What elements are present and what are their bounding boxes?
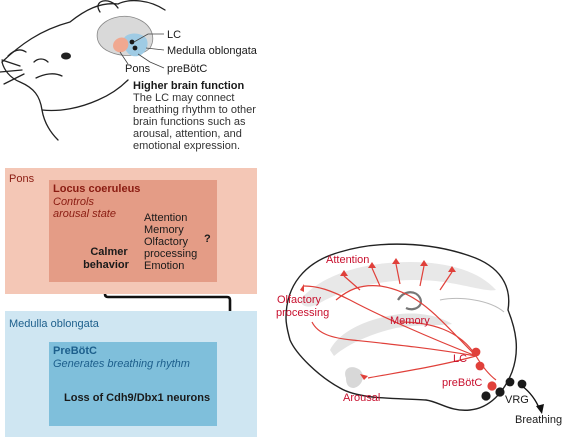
function-question-mark: ?	[204, 233, 211, 245]
higher-function-line: breathing rhythm to other	[133, 104, 256, 116]
prebotc-box	[49, 342, 217, 426]
function-item: Emotion	[144, 260, 185, 272]
mouse-label-pons: Pons	[125, 63, 151, 75]
function-item: processing	[144, 248, 198, 260]
brain-label-prebotc: preBötC	[442, 377, 483, 389]
mouse-label-medulla: Medulla oblongata	[167, 45, 257, 57]
mouse-leader-lines	[119, 33, 165, 69]
function-item: Attention	[144, 212, 188, 224]
brain-label-memory: Memory	[390, 315, 430, 327]
calmer-behavior-line: behavior	[83, 259, 129, 271]
pathway-arrowheads	[300, 258, 456, 380]
higher-function-line: The LC may connect	[133, 92, 235, 104]
breathing-arrowhead	[536, 404, 544, 414]
brain-label-olfactory: Olfactory	[277, 294, 322, 306]
brain-label-olfactory: processing	[276, 307, 330, 319]
calmer-behavior-line: Calmer	[90, 246, 128, 258]
mouse-head-drawing	[0, 0, 166, 141]
medulla-panel-label: Medulla oblongata	[9, 318, 99, 330]
mouse-brain-drawing	[96, 16, 154, 57]
prebotc-neurons	[481, 381, 505, 401]
brain-label-breathing: Breathing	[515, 414, 563, 426]
higher-function-line: arousal, attention, and	[133, 128, 242, 140]
prebotc-subtitle: Generates breathing rhythm	[53, 358, 190, 370]
mouse-eye	[61, 52, 71, 60]
lc-subtitle-line: arousal state	[53, 208, 116, 220]
higher-function-title: Higher brain function	[133, 80, 245, 92]
lc-title: Locus coeruleus	[53, 183, 141, 195]
function-item: Memory	[144, 224, 184, 236]
brain-label-lc: LC	[453, 353, 468, 365]
higher-function-block: Higher brain function The LC may connect…	[133, 80, 256, 152]
locus-coeruleus-box	[49, 180, 217, 282]
brain-label-arousal: Arousal	[343, 392, 381, 404]
function-list: Attention Memory Olfactory processing Em…	[144, 212, 197, 272]
mouse-label-lc: LC	[167, 29, 182, 41]
lc-neurons	[471, 347, 485, 371]
higher-function-line: emotional expression.	[133, 140, 241, 152]
lc-subtitle-line: Controls	[53, 196, 94, 208]
brain-label-vrg: VRG	[505, 394, 529, 406]
loss-neurons-label: Loss of Cdh9/Dbx1 neurons	[64, 392, 211, 404]
sagittal-brain-drawing	[285, 243, 517, 411]
pons-panel-label: Pons	[9, 173, 35, 185]
higher-function-line: brain functions such as	[133, 116, 246, 128]
vrg-neurons	[505, 377, 527, 389]
function-item: Olfactory	[144, 236, 189, 248]
prebotc-title: PreBötC	[53, 345, 98, 357]
noradrenergic-pathways	[303, 263, 497, 381]
mouse-label-prebotc: preBötC	[167, 63, 208, 75]
brain-label-attention: Attention	[326, 254, 370, 266]
